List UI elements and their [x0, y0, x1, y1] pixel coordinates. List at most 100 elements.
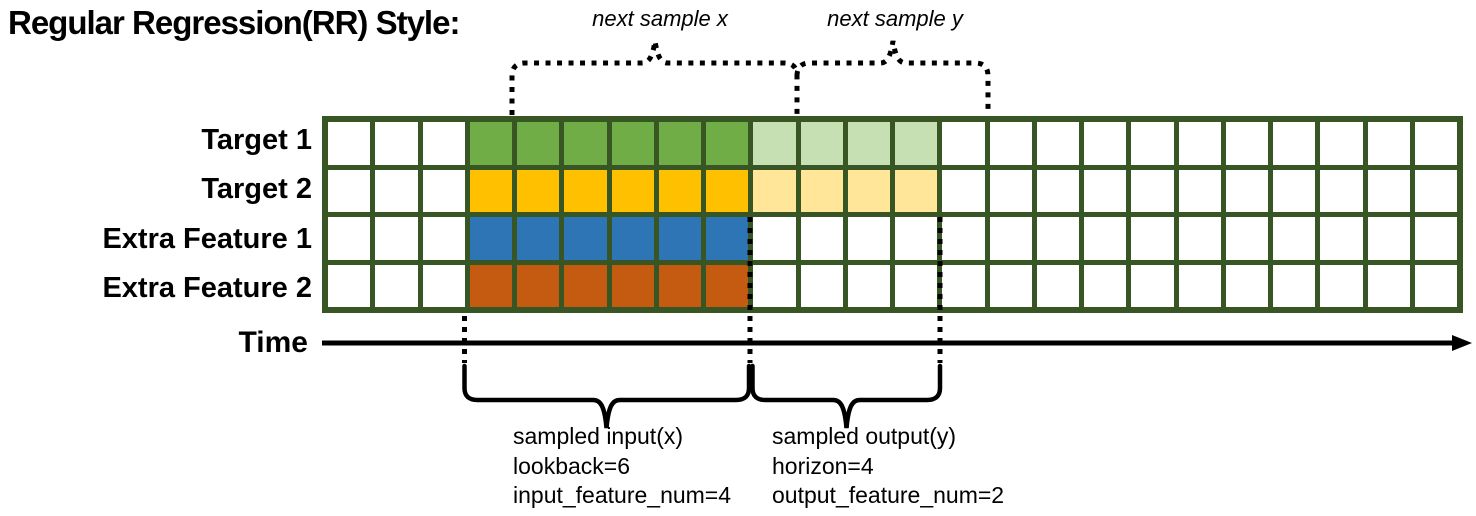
grid-cell: [706, 169, 749, 212]
sampled-input-title: sampled input(x): [513, 423, 684, 449]
grid-cell: [800, 217, 843, 260]
grid-cell: [753, 217, 796, 260]
grid-cell: [1036, 217, 1079, 260]
grid-cell: [753, 122, 796, 165]
grid-cell: [1178, 264, 1221, 307]
grid-cell: [1225, 264, 1268, 307]
sample-grid: [322, 116, 1463, 313]
grid-cell: [847, 122, 890, 165]
grid-cell: [422, 217, 465, 260]
grid-cell: [375, 122, 418, 165]
grid-cell: [800, 122, 843, 165]
grid-cell: [800, 169, 843, 212]
grid-cell: [1414, 169, 1457, 212]
sampled-input-brace: [462, 363, 752, 429]
grid-cell: [847, 169, 890, 212]
grid-cell: [1178, 169, 1221, 212]
grid-cell: [1131, 122, 1174, 165]
grid-cell: [1178, 122, 1221, 165]
grid-cell: [611, 217, 654, 260]
grid-cell: [942, 264, 985, 307]
grid-cell: [1084, 264, 1127, 307]
output-feature-num: output_feature_num=2: [772, 482, 1005, 508]
grid-cell: [375, 264, 418, 307]
grid-cell: [1367, 122, 1410, 165]
grid-cell: [1036, 264, 1079, 307]
grid-cell: [611, 169, 654, 212]
row-label: Target 1: [201, 124, 312, 157]
grid-cell: [706, 264, 749, 307]
horizon-value: horizon=4: [772, 452, 874, 479]
grid-cell: [375, 217, 418, 260]
grid-cell: [942, 169, 985, 212]
sampled-output-brace: [750, 363, 943, 429]
grid-cell: [328, 122, 371, 165]
grid-cell: [895, 169, 938, 212]
grid-cell: [1414, 217, 1457, 260]
grid-cell: [1367, 169, 1410, 212]
grid-cell: [658, 217, 701, 260]
grid-cell: [1273, 169, 1316, 212]
grid-cell: [1273, 122, 1316, 165]
grid-cell: [1320, 122, 1363, 165]
row-label: Extra Feature 2: [102, 271, 312, 304]
grid-cell: [1273, 217, 1316, 260]
grid-cell: [658, 122, 701, 165]
grid-cell: [1414, 122, 1457, 165]
grid-cell: [422, 169, 465, 212]
grid-cell: [1320, 217, 1363, 260]
grid-cell: [1273, 264, 1316, 307]
grid-cell: [895, 264, 938, 307]
next-sample-y-brace-dotted: [794, 40, 991, 115]
input-feature-num: input_feature_num=4: [513, 482, 732, 508]
grid-cell: [1225, 122, 1268, 165]
grid-cell: [469, 122, 512, 165]
sampled-output-caption: sampled output(y) horizon=4 output_featu…: [772, 422, 1004, 511]
grid-cell: [517, 264, 560, 307]
grid-cell: [422, 264, 465, 307]
grid-cell: [1367, 264, 1410, 307]
next-sample-x-brace-dotted: [509, 40, 800, 115]
grid-cell: [942, 122, 985, 165]
grid-cell: [1367, 217, 1410, 260]
grid-cell: [989, 169, 1032, 212]
grid-cell: [517, 169, 560, 212]
grid-cell: [517, 217, 560, 260]
grid-cell: [800, 264, 843, 307]
grid-cell: [847, 264, 890, 307]
time-axis-arrowhead: [1452, 335, 1472, 351]
next-sample-y-label: next sample y: [827, 6, 963, 31]
grid-cell: [1084, 122, 1127, 165]
grid-cell: [753, 264, 796, 307]
lookback-value: lookback=6: [513, 452, 630, 479]
grid-cell: [658, 264, 701, 307]
grid-cell: [469, 264, 512, 307]
grid-cell: [895, 217, 938, 260]
grid-cell: [706, 217, 749, 260]
grid-cell: [1131, 217, 1174, 260]
sampled-output-title: sampled output(y): [772, 423, 957, 449]
grid-cell: [658, 169, 701, 212]
diagram-title: Regular Regression(RR) Style:: [8, 4, 460, 41]
grid-cell: [564, 264, 607, 307]
grid-cell: [989, 122, 1032, 165]
grid-cell: [328, 169, 371, 212]
grid-cell: [1225, 217, 1268, 260]
grid-cell: [564, 217, 607, 260]
grid-cell: [1320, 169, 1363, 212]
grid-cell: [753, 169, 796, 212]
grid-cell: [564, 122, 607, 165]
grid-cell: [1225, 169, 1268, 212]
grid-cell: [611, 264, 654, 307]
grid-cell: [564, 169, 607, 212]
row-label: Extra Feature 1: [102, 222, 312, 255]
grid-cell: [1036, 122, 1079, 165]
grid-cell: [1131, 264, 1174, 307]
grid-cell: [469, 217, 512, 260]
grid-cell: [1320, 264, 1363, 307]
sampled-input-caption: sampled input(x) lookback=6 input_featur…: [513, 422, 731, 511]
grid-cell: [1178, 217, 1221, 260]
grid-cell: [942, 217, 985, 260]
row-label: Target 2: [201, 173, 312, 206]
